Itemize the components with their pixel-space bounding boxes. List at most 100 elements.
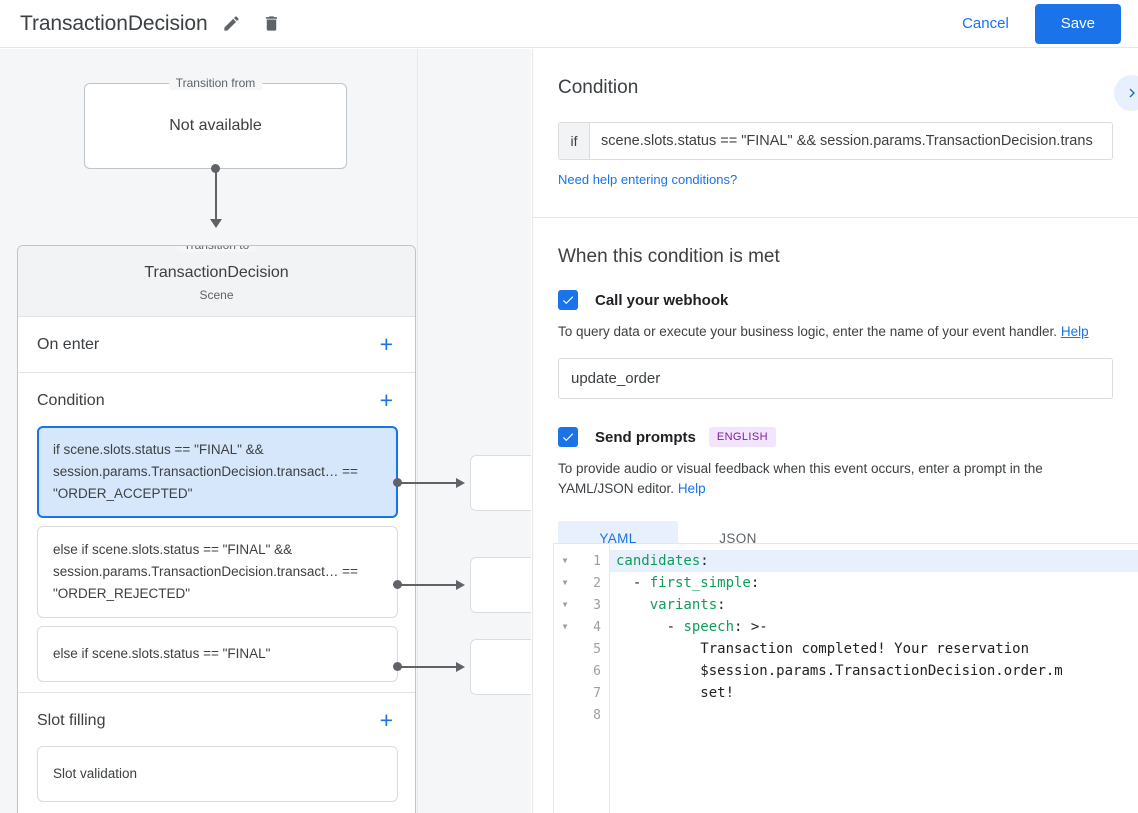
- section-condition-title: Condition: [37, 391, 105, 409]
- transition-from-legend: Transition from: [168, 76, 263, 90]
- trash-icon[interactable]: [256, 8, 288, 40]
- prompts-description-text: To provide audio or visual feedback when…: [558, 461, 1043, 496]
- add-slot-filling-button[interactable]: +: [379, 707, 393, 733]
- condition-if-row[interactable]: if: [558, 122, 1113, 160]
- transition-from-value: Not available: [169, 117, 262, 134]
- editor-gutter-line: 6: [554, 660, 609, 682]
- editor-gutter-line: 5: [554, 638, 609, 660]
- section-on-enter-header: On enter +: [18, 317, 415, 362]
- webhook-description: To query data or execute your business l…: [558, 322, 1113, 342]
- send-prompts-label: Send prompts: [595, 428, 696, 446]
- prompts-help-link[interactable]: Help: [677, 481, 706, 496]
- webhook-help-link[interactable]: Help: [1060, 324, 1089, 339]
- trash-icon-glyph: [266, 16, 278, 31]
- target-card-2[interactable]: [470, 639, 531, 695]
- editor-code-line: candidates:: [610, 550, 1138, 572]
- fold-triangle-icon[interactable]: ▼: [562, 556, 568, 565]
- editor-gutter-line: ▼4: [554, 616, 609, 638]
- tab-json[interactable]: JSON: [719, 530, 757, 546]
- editor-line-number: 4: [593, 619, 601, 635]
- need-help-link[interactable]: Need help entering conditions?: [558, 172, 738, 187]
- call-webhook-checkbox[interactable]: [558, 290, 578, 310]
- section-condition: Condition + if scene.slots.status == "FI…: [18, 373, 415, 693]
- editor-code-line: - speech: >-: [616, 619, 768, 635]
- connector-line-vertical: [215, 169, 217, 221]
- canvas-grid-line: [417, 49, 418, 813]
- condition-connector-dot-2: [393, 662, 402, 671]
- webhook-description-text: To query data or execute your business l…: [558, 324, 1058, 339]
- editor-line-number: 3: [593, 597, 601, 613]
- if-label: if: [559, 123, 590, 159]
- transition-to-card[interactable]: Transition to TransactionDecision Scene …: [17, 245, 416, 813]
- editor-line-number: 8: [593, 707, 601, 723]
- top-bar: TransactionDecision Cancel Save: [0, 0, 1138, 48]
- prompts-description: To provide audio or visual feedback when…: [558, 459, 1113, 499]
- section-condition-header: Condition +: [18, 373, 415, 418]
- add-on-enter-button[interactable]: +: [379, 331, 393, 357]
- editor-code-line: $session.params.TransactionDecision.orde…: [700, 663, 1063, 679]
- condition-expression-input[interactable]: [590, 123, 1112, 159]
- webhook-check-row: Call your webhook: [558, 290, 1113, 310]
- pencil-icon-glyph: [224, 16, 239, 31]
- editor-line-number: 7: [593, 685, 601, 701]
- call-webhook-label: Call your webhook: [595, 291, 729, 309]
- editor-line-number: 2: [593, 575, 601, 591]
- chevron-right-icon-glyph: [1129, 88, 1135, 98]
- condition-connector-line-2: [400, 666, 458, 668]
- condition-chip-0[interactable]: if scene.slots.status == "FINAL" && sess…: [37, 426, 398, 518]
- section-on-enter-title: On enter: [37, 335, 100, 353]
- editor-code-line: Transaction completed! Your reservation: [700, 641, 1030, 657]
- editor-gutter-line: ▼2: [554, 572, 609, 594]
- target-card-0[interactable]: [470, 455, 531, 511]
- editor-gutter-line: 7: [554, 682, 609, 704]
- scene-type: Scene: [199, 288, 234, 302]
- editor-gutter-line: ▼3: [554, 594, 609, 616]
- chevron-right-icon[interactable]: [1114, 75, 1138, 111]
- condition-connector-line-1: [400, 584, 458, 586]
- scene-header: TransactionDecision Scene: [18, 246, 415, 317]
- send-prompts-checkbox[interactable]: [558, 427, 578, 447]
- editor-gutter-line: ▼1: [554, 550, 609, 572]
- fold-triangle-icon[interactable]: ▼: [562, 600, 568, 609]
- page-title: TransactionDecision: [20, 11, 208, 35]
- save-button[interactable]: Save: [1034, 3, 1121, 44]
- editor-code-line: set!: [700, 685, 735, 701]
- slot-validation-chip[interactable]: Slot validation: [37, 746, 398, 802]
- fold-triangle-icon[interactable]: ▼: [562, 622, 568, 631]
- editor-code-line: variants:: [649, 597, 726, 613]
- check-icon: [562, 433, 574, 442]
- editor-code-area[interactable]: candidates: - first_simple: variants: - …: [610, 544, 1138, 813]
- section-slot-filling-header: Slot filling +: [18, 693, 415, 738]
- condition-connector-dot-0: [393, 478, 402, 487]
- editor-code-line: - first_simple:: [616, 575, 760, 591]
- condition-section: Condition if Need help entering conditio…: [533, 49, 1138, 189]
- condition-chip-2[interactable]: else if scene.slots.status == "FINAL": [37, 626, 398, 682]
- check-icon: [562, 296, 574, 305]
- condition-heading: Condition: [558, 77, 639, 98]
- section-slot-filling: Slot filling + Slot validation: [18, 693, 415, 812]
- cancel-button[interactable]: Cancel: [948, 7, 1023, 40]
- pencil-icon[interactable]: [216, 8, 248, 40]
- condition-connector-arrow-2: [456, 662, 465, 672]
- panel-divider: [533, 217, 1138, 218]
- language-badge: ENGLISH: [708, 427, 776, 447]
- add-condition-button[interactable]: +: [379, 387, 393, 413]
- flow-canvas[interactable]: Transition from Not available Transition…: [0, 49, 531, 813]
- target-card-1[interactable]: [470, 557, 531, 613]
- editor-code-line: [610, 704, 1138, 726]
- condition-connector-line-0: [400, 482, 458, 484]
- condition-chip-1[interactable]: else if scene.slots.status == "FINAL" &&…: [37, 526, 398, 618]
- transition-to-legend: Transition to: [176, 246, 257, 252]
- scene-name: TransactionDecision: [144, 264, 289, 281]
- when-condition-met-heading: When this condition is met: [558, 246, 780, 267]
- condition-connector-dot-1: [393, 580, 402, 589]
- section-slot-filling-title: Slot filling: [37, 711, 106, 729]
- connector-arrowhead-down: [210, 219, 222, 228]
- fold-triangle-icon[interactable]: ▼: [562, 578, 568, 587]
- transition-from-card[interactable]: Transition from Not available: [84, 76, 347, 169]
- connector-dot: [211, 164, 220, 173]
- webhook-handler-input[interactable]: [558, 358, 1113, 399]
- editor-gutter-line: 8: [554, 704, 609, 726]
